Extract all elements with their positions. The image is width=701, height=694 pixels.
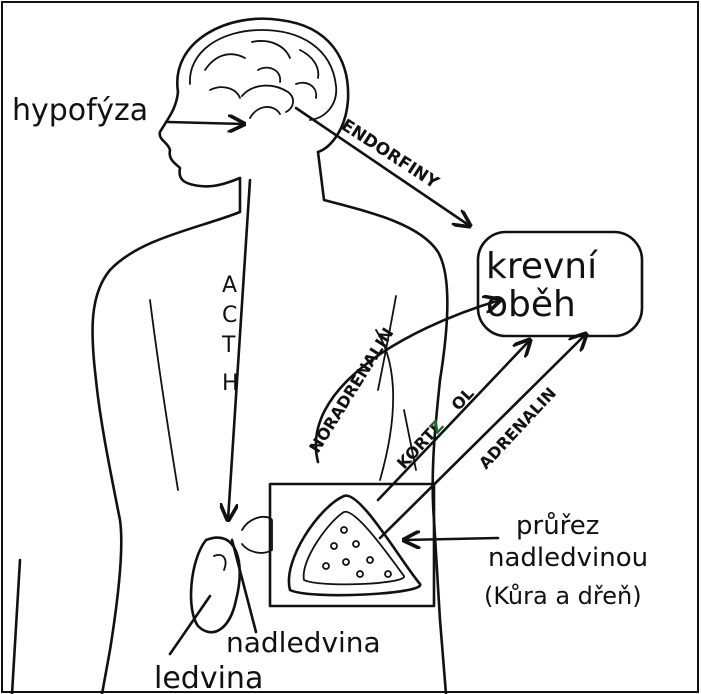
arrow-prurez bbox=[404, 538, 498, 540]
label-krevni: krevní bbox=[486, 246, 598, 287]
label-adrenalin: ADRENALIN bbox=[475, 384, 560, 473]
acth-letter-h: H bbox=[222, 371, 239, 396]
pointer-ledvina bbox=[170, 596, 210, 654]
cross-section-box bbox=[270, 484, 434, 606]
acth-letter-t: T bbox=[221, 333, 236, 358]
arrow-adrenalin bbox=[380, 334, 586, 538]
label-hypofyza: hypofýza bbox=[12, 93, 148, 128]
pointer-nadledvina bbox=[232, 540, 256, 632]
adrenal-cross-section bbox=[289, 496, 420, 596]
kidney bbox=[191, 538, 240, 633]
body-outline bbox=[12, 152, 447, 694]
label-acth: A C T H bbox=[221, 273, 239, 396]
acth-letter-c: C bbox=[222, 303, 237, 328]
label-ledvina: ledvina bbox=[154, 661, 263, 694]
adrenal-gland-small bbox=[242, 517, 272, 553]
label-prurez: průřez bbox=[516, 511, 599, 541]
arrow-hypofyza bbox=[168, 122, 244, 124]
brain bbox=[190, 30, 336, 120]
label-endorfiny: ENDORFINY bbox=[337, 115, 442, 193]
label-nadledvinou: nadledvinou bbox=[488, 543, 648, 573]
label-kortizol: KORTI Z OL bbox=[393, 384, 478, 473]
label-obeh: oběh bbox=[486, 284, 576, 325]
label-nadledvina: nadledvina bbox=[226, 626, 381, 659]
acth-letter-a: A bbox=[222, 273, 237, 298]
kidney-detail bbox=[214, 555, 226, 570]
arrow-endorfiny bbox=[296, 108, 470, 226]
arrow-noradrenalin bbox=[316, 300, 500, 462]
label-kura-a-dren: (Kůra a dřeň) bbox=[484, 582, 642, 610]
kortizol-part-b: OL bbox=[448, 384, 478, 414]
arrow-kortizol bbox=[378, 340, 530, 500]
